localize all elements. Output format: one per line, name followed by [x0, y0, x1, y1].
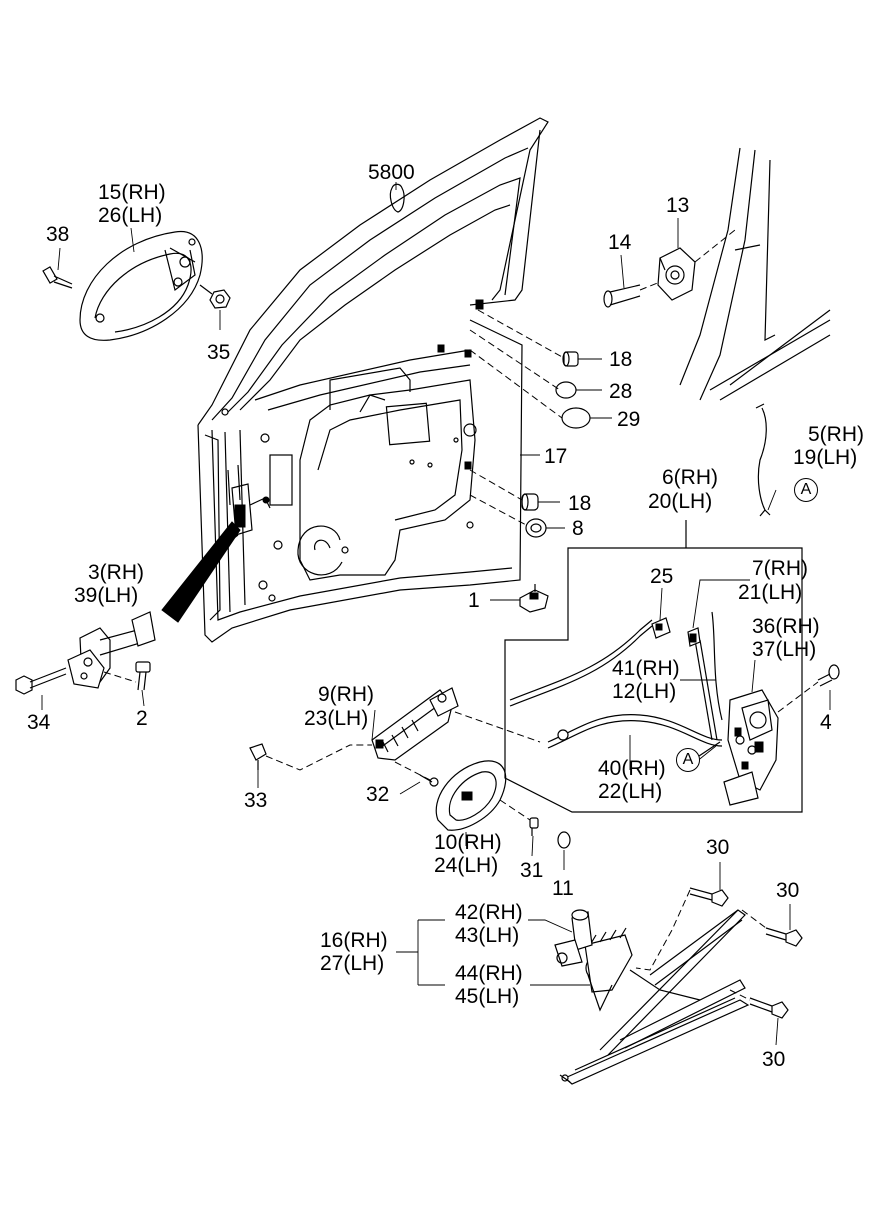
bolt-30-top	[689, 887, 729, 907]
callout-15-rh: 15(RH)	[98, 181, 166, 204]
bolt-14	[603, 284, 641, 308]
callout-9-rh: 9(RH)	[318, 683, 374, 706]
door-check	[67, 611, 156, 689]
callout-10-rh: 10(RH)	[434, 831, 502, 854]
callout-24-lh: 24(LH)	[434, 854, 499, 877]
callout-2: 2	[136, 707, 148, 730]
callout-26-lh: 26(LH)	[98, 204, 163, 227]
callout-6-rh: 6(RH)	[662, 466, 718, 489]
callout-1: 1	[468, 589, 480, 612]
callout-23-lh: 23(LH)	[304, 707, 369, 730]
nut-35	[199, 284, 231, 309]
callout-14: 14	[608, 231, 632, 254]
callout-31: 31	[520, 859, 544, 882]
callout-36-rh: 36(RH)	[752, 615, 820, 638]
callout-43-lh: 43(LH)	[455, 924, 520, 947]
callout-21-lh: 21(LH)	[738, 581, 803, 604]
outside-handle	[79, 230, 203, 341]
bolt-30-mid	[765, 927, 803, 947]
callout-17: 17	[544, 445, 568, 468]
callout-11: 11	[552, 877, 574, 900]
plug-29	[561, 407, 591, 429]
callout-19-lh: 19(LH)	[793, 446, 858, 469]
clip-33	[249, 743, 267, 770]
callout-34: 34	[27, 711, 51, 734]
callout-37-lh: 37(LH)	[752, 638, 817, 661]
callout-5-rh: 5(RH)	[808, 423, 864, 446]
callout-41-rh: 41(RH)	[612, 657, 680, 680]
callout-33: 33	[244, 789, 268, 812]
plug-28	[555, 381, 577, 399]
callout-25: 25	[650, 565, 674, 588]
callout-30-top: 30	[706, 836, 730, 859]
callout-4: 4	[820, 711, 832, 734]
callout-44-rh: 44(RH)	[455, 962, 523, 985]
callout-22-lh: 22(LH)	[598, 780, 663, 803]
callout-29: 29	[617, 408, 641, 431]
callout-30-mid: 30	[776, 879, 800, 902]
clip-25	[651, 617, 671, 639]
body-pillar	[679, 147, 831, 401]
screw-32	[419, 774, 439, 787]
clip-1	[519, 584, 549, 613]
bolt-34	[15, 667, 67, 695]
ref-marker-a-lower: A	[676, 748, 700, 772]
callout-8: 8	[572, 517, 584, 540]
latch-callout-box	[504, 520, 803, 813]
callout-13: 13	[666, 194, 690, 217]
callout-3-rh: 3(RH)	[88, 561, 144, 584]
striker-13	[657, 247, 696, 301]
latch-rods	[509, 611, 723, 749]
callout-35: 35	[207, 341, 231, 364]
ref-marker-a-upper: A	[794, 478, 818, 502]
door-frame	[197, 117, 549, 426]
callout-7-rh: 7(RH)	[752, 557, 808, 580]
plug-18-lower	[521, 493, 539, 511]
grommet-8	[525, 518, 547, 538]
plug-18-upper	[562, 351, 579, 367]
callout-27-lh: 27(LH)	[320, 952, 385, 975]
callout-12-lh: 12(LH)	[612, 680, 677, 703]
regulator-motor	[554, 909, 593, 967]
clip-7	[687, 627, 701, 647]
callout-5800: 5800	[368, 161, 415, 184]
callout-28: 28	[609, 380, 633, 403]
callout-30-low: 30	[762, 1048, 786, 1071]
window-regulator	[559, 909, 750, 1085]
latch-assembly	[723, 689, 779, 806]
bolt-38	[42, 266, 73, 289]
tag-5800	[389, 183, 405, 213]
callout-18-lower: 18	[568, 492, 592, 515]
bolt-30-low	[749, 997, 789, 1019]
bolt-2	[135, 661, 151, 691]
door-inner-panel	[197, 299, 523, 643]
callout-45-lh: 45(LH)	[455, 985, 520, 1008]
callout-18-upper: 18	[609, 348, 633, 371]
callout-20-lh: 20(LH)	[648, 490, 713, 513]
handle-bezel-10	[435, 760, 507, 831]
callout-39-lh: 39(LH)	[74, 584, 139, 607]
cap-11	[557, 831, 571, 849]
callout-38: 38	[46, 223, 70, 246]
callout-32: 32	[366, 783, 390, 806]
callout-40-rh: 40(RH)	[598, 757, 666, 780]
callout-42-rh: 42(RH)	[455, 901, 523, 924]
pointer-wedge	[161, 521, 241, 623]
inside-handle-9	[371, 687, 459, 761]
screw-31	[529, 817, 539, 836]
callout-16-rh: 16(RH)	[320, 929, 388, 952]
rod-5-19	[757, 407, 771, 516]
screw-4	[817, 664, 840, 687]
